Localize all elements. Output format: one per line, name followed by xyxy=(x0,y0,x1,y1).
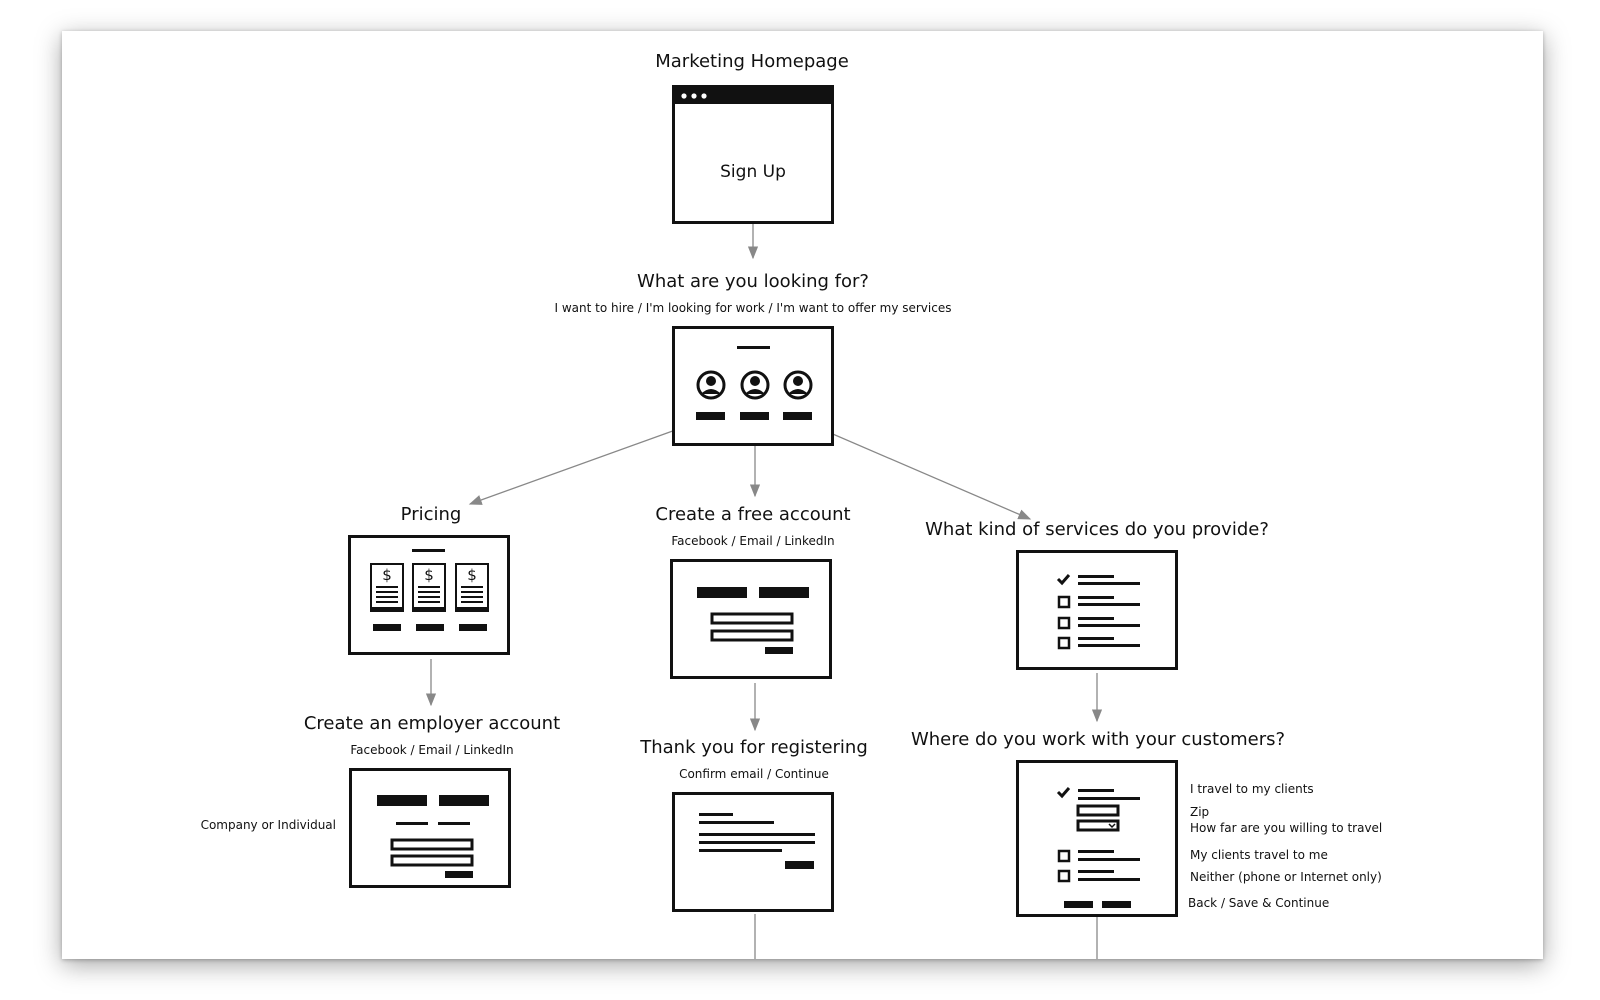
user-choice-wireframe xyxy=(696,346,813,420)
arrow-looking-to-pricing xyxy=(468,418,707,505)
services-card xyxy=(1016,550,1178,670)
services-checklist-wireframe xyxy=(1056,574,1140,650)
where-option-travel-to-clients: I travel to my clients xyxy=(1190,782,1314,796)
where-options-wireframe xyxy=(1056,787,1140,908)
checkmark-icon xyxy=(1056,574,1071,586)
svg-text:$: $ xyxy=(467,566,477,584)
home-title: Marketing Homepage xyxy=(655,51,849,72)
looking-title: What are you looking for? xyxy=(637,271,869,292)
checkmark-icon xyxy=(1056,787,1071,799)
price-plan: $ xyxy=(412,563,446,631)
browser-titlebar xyxy=(675,88,831,104)
home-card: Sign Up xyxy=(672,85,834,224)
employer-form-wireframe xyxy=(377,795,489,878)
flow-diagram: Marketing Homepage Sign Up What are you … xyxy=(62,31,1543,959)
thanks-subtitle: Confirm email / Continue xyxy=(679,767,829,781)
arrow-looking-to-services xyxy=(797,418,1032,520)
free-account-card xyxy=(670,559,832,679)
free-subtitle: Facebook / Email / LinkedIn xyxy=(671,534,835,548)
where-card xyxy=(1016,760,1178,917)
price-plan: $ xyxy=(370,563,404,631)
where-title: Where do you work with your customers? xyxy=(910,729,1286,750)
sign-up-button[interactable]: Sign Up xyxy=(720,162,786,182)
chevron-down-icon xyxy=(1108,823,1116,829)
svg-text:$: $ xyxy=(424,566,434,584)
looking-card xyxy=(672,326,834,446)
where-option-neither: Neither (phone or Internet only) xyxy=(1190,870,1382,884)
thanks-title: Thank you for registering xyxy=(640,737,868,758)
user-avatar-icon xyxy=(740,370,770,400)
browser-dots-icon xyxy=(681,93,707,99)
pricing-card: $ $ $ xyxy=(348,535,510,655)
free-title: Create a free account xyxy=(655,504,851,525)
pricing-wireframe: $ $ $ xyxy=(370,549,489,631)
employer-title: Create an employer account xyxy=(303,713,561,734)
signup-form-wireframe xyxy=(697,587,809,654)
price-plan: $ xyxy=(455,563,489,631)
user-avatar-icon xyxy=(783,370,813,400)
confirmation-wireframe xyxy=(699,813,815,869)
thanks-card xyxy=(672,792,834,912)
where-zip-label: Zip xyxy=(1190,805,1210,819)
svg-text:$: $ xyxy=(382,566,392,584)
employer-account-card xyxy=(349,768,511,888)
looking-subtitle: I want to hire / I'm looking for work / … xyxy=(554,301,952,315)
where-actions-label: Back / Save & Continue xyxy=(1188,896,1330,910)
services-title: What kind of services do you provide? xyxy=(925,519,1269,540)
employer-subtitle: Facebook / Email / LinkedIn xyxy=(350,743,514,757)
where-distance-label: How far are you willing to travel xyxy=(1190,821,1383,835)
user-avatar-icon xyxy=(696,370,726,400)
employer-side-note: Company or Individual xyxy=(200,818,336,832)
where-option-clients-travel: My clients travel to me xyxy=(1190,848,1328,862)
pricing-title: Pricing xyxy=(400,504,462,525)
